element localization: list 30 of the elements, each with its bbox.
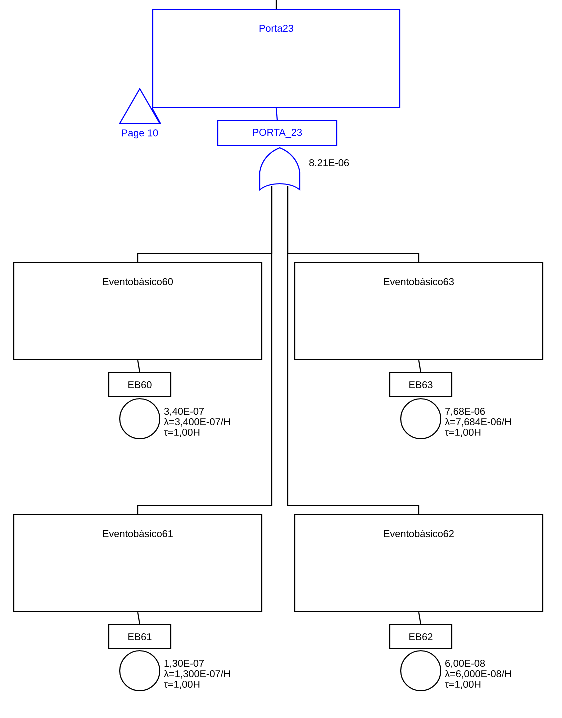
connector-line bbox=[418, 612, 422, 625]
basic-event-circle bbox=[400, 650, 442, 692]
connector-line bbox=[137, 186, 273, 514]
event-box: Eventobásico61 bbox=[13, 514, 263, 613]
event-box: Eventobásico63 bbox=[294, 262, 544, 361]
event-label-box: EB62 bbox=[389, 624, 453, 650]
connector-line bbox=[287, 186, 420, 514]
probability-label: 6,00E-08 λ=6,000E-08/H τ=1,00H bbox=[445, 660, 511, 690]
probability-label: 3,40E-07 λ=3,400E-07/H τ=1,00H bbox=[164, 408, 230, 438]
event-label-box: EB63 bbox=[389, 372, 453, 398]
page-reference-label: Page 10 bbox=[122, 130, 158, 139]
probability-label: 8.21E-06 bbox=[310, 159, 350, 167]
connector-line bbox=[137, 360, 141, 373]
gate-box: Porta23 bbox=[152, 9, 401, 109]
event-label-box: EB61 bbox=[108, 624, 172, 650]
basic-event-circle bbox=[400, 398, 442, 440]
basic-event-circle bbox=[119, 650, 161, 692]
event-label-box: EB60 bbox=[108, 372, 172, 398]
event-box: Eventobásico60 bbox=[13, 262, 263, 361]
probability-label: 7,68E-06 λ=7,684E-06/H τ=1,00H bbox=[445, 408, 511, 438]
connector-line bbox=[152, 108, 162, 124]
connector-line bbox=[276, 108, 278, 120]
basic-event-circle bbox=[119, 398, 161, 440]
event-box: Eventobásico62 bbox=[294, 514, 544, 613]
connector-line bbox=[418, 360, 422, 373]
connector-line bbox=[137, 612, 141, 625]
gate-label-box: PORTA_23 bbox=[217, 120, 338, 147]
connector-line bbox=[276, 0, 278, 10]
or-gate bbox=[259, 147, 301, 191]
probability-label: 1,30E-07 λ=1,300E-07/H τ=1,00H bbox=[164, 660, 230, 690]
